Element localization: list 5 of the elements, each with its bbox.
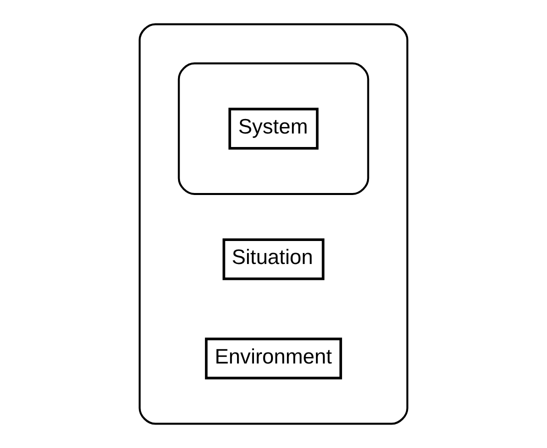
cluster bbox=[178, 62, 370, 195]
node-box: Situation bbox=[222, 238, 324, 280]
node-box: System bbox=[228, 108, 319, 150]
cluster bbox=[138, 23, 408, 425]
node-box: Environment bbox=[204, 338, 342, 380]
